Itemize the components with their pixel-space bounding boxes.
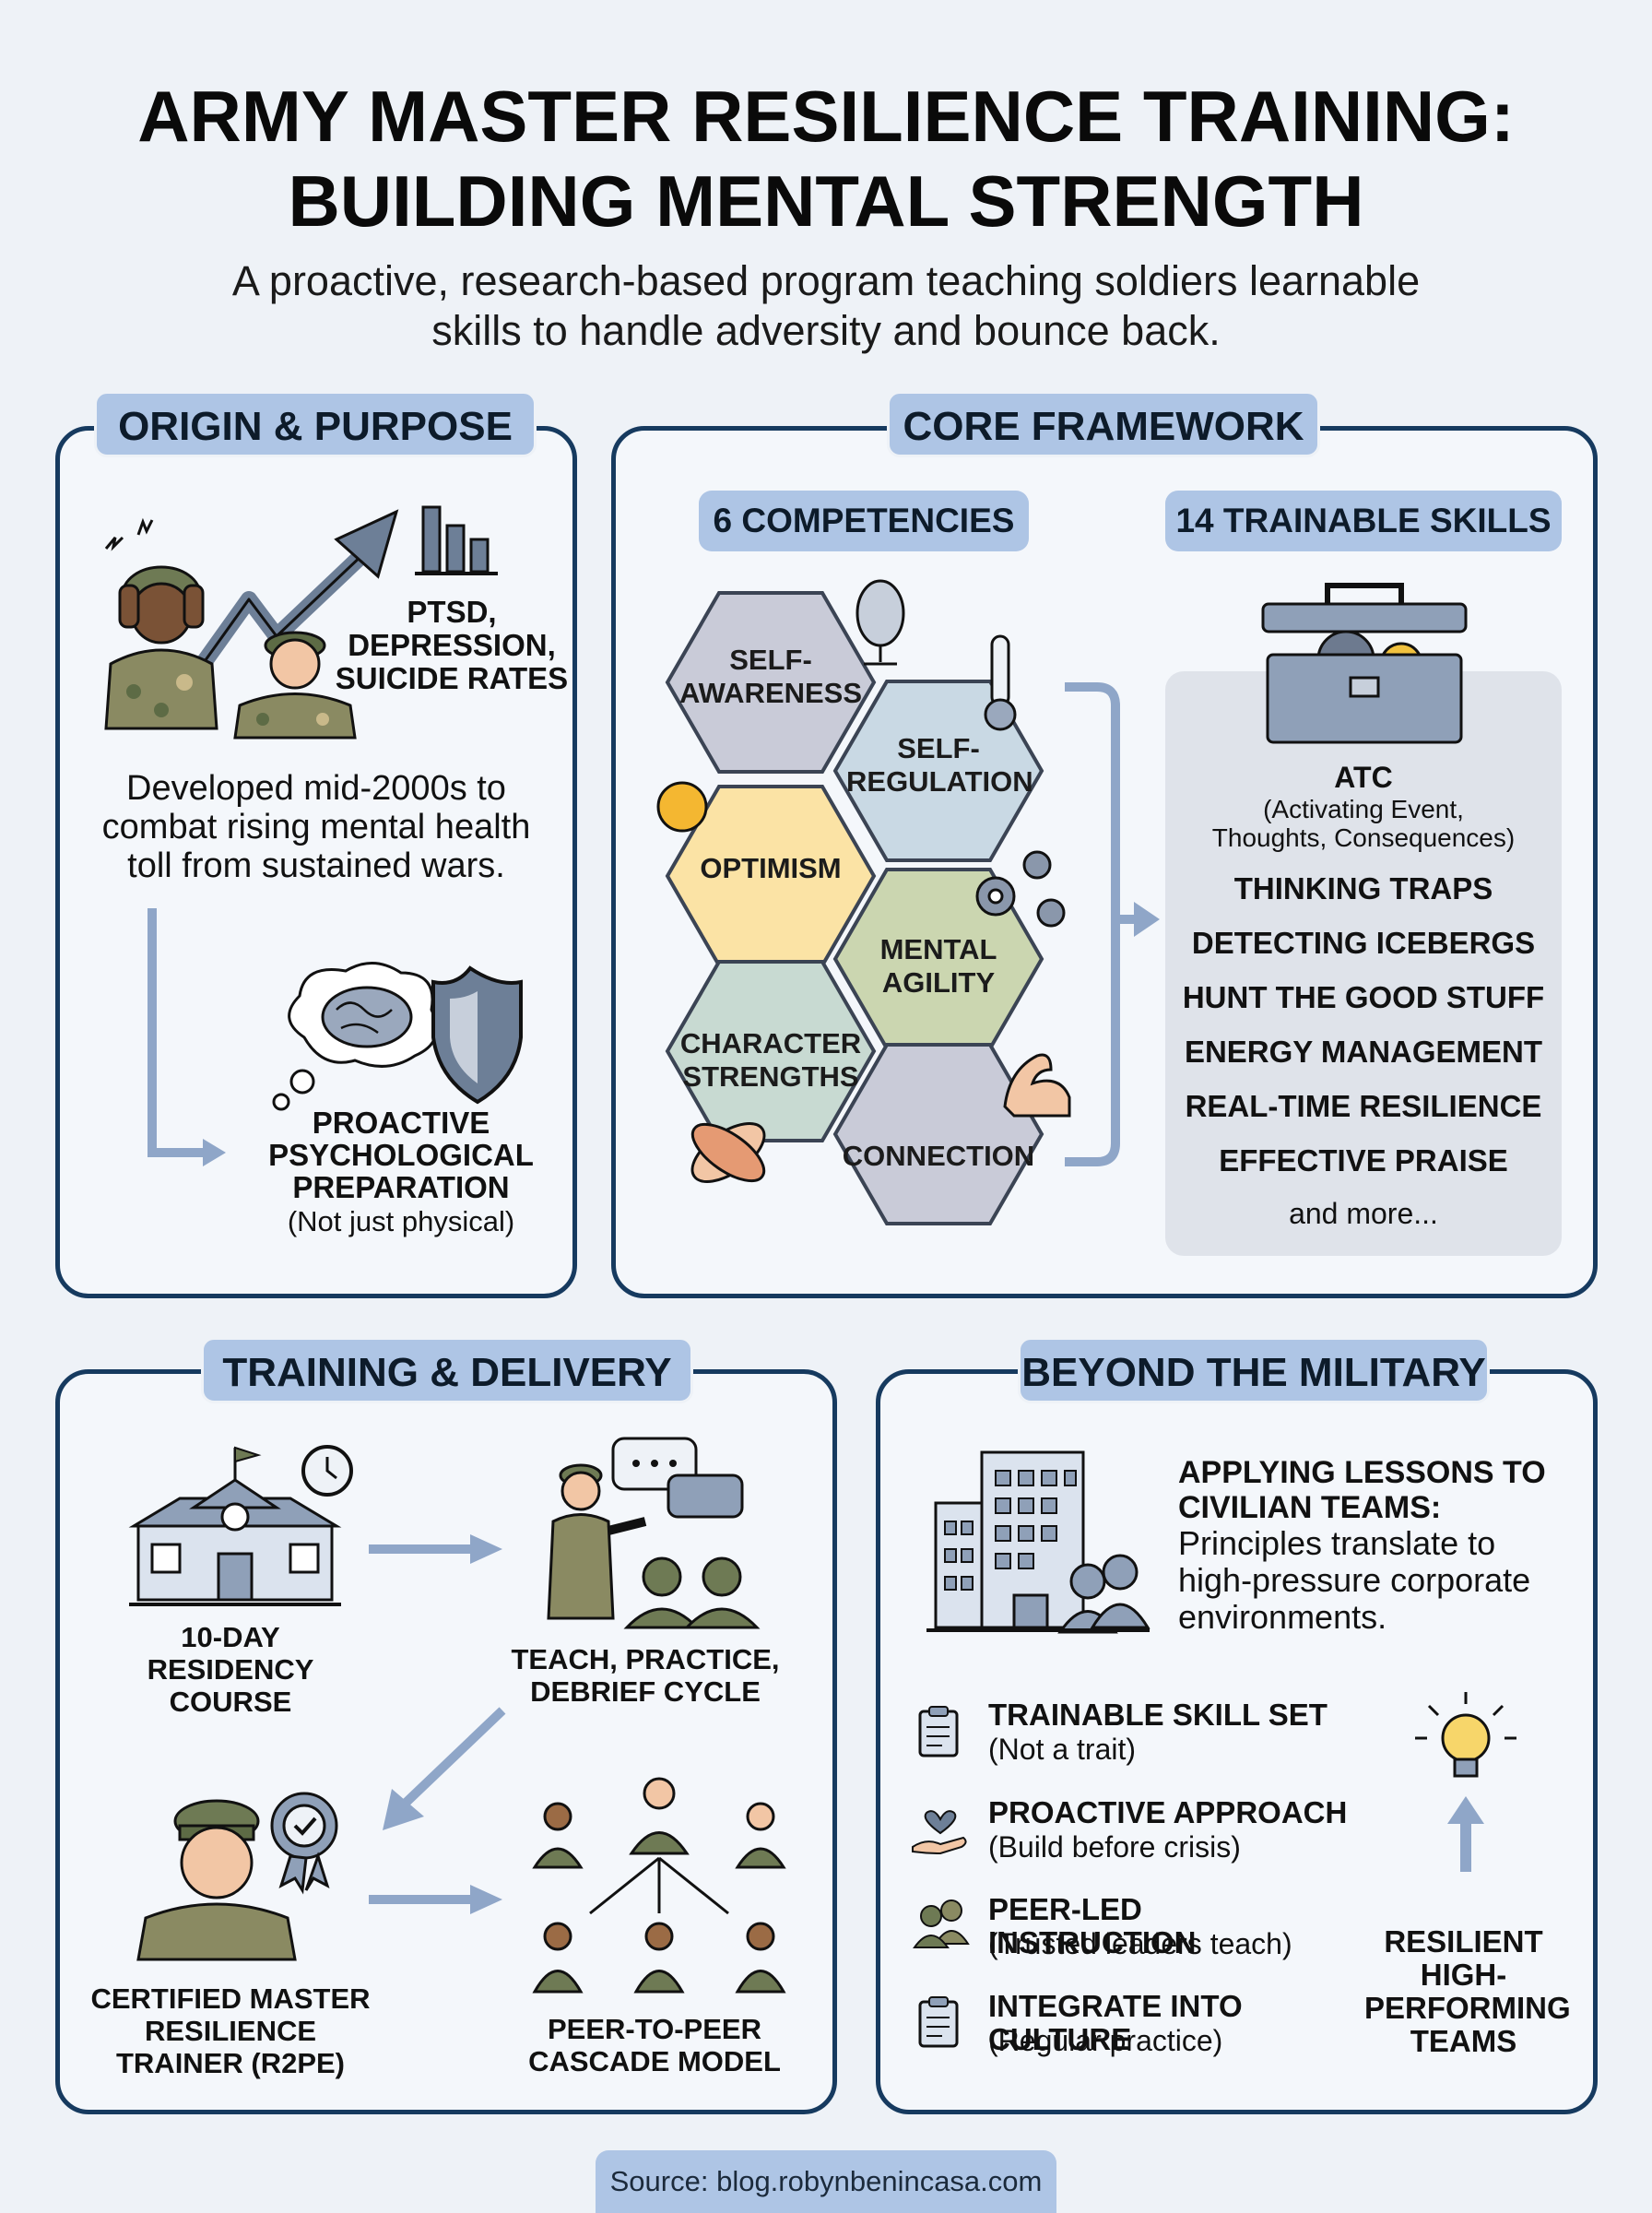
subtitle-line-2: skills to handle adversity and bounce ba… (431, 307, 1221, 354)
hex-label-self-awareness-1: SELF- (729, 644, 812, 676)
stats-label-1: PTSD, (407, 595, 497, 629)
competencies-honeycomb (656, 579, 1071, 1225)
clipboard-icon (918, 1706, 959, 1757)
point-title: PROACTIVE APPROACH (988, 1795, 1348, 1829)
down-left-arrow-icon (383, 1707, 506, 1830)
step1-line-3: COURSE (169, 1686, 292, 1718)
skill-atc-note-2: Thoughts, Consequences) (1211, 823, 1516, 852)
step2-line-2: DEBRIEF CYCLE (530, 1675, 761, 1708)
apply-text-3: environments. (1178, 1598, 1387, 1636)
origin-desc-3: toll from sustained wars. (127, 846, 505, 885)
hex-label-character-strengths-2: STRENGTHS (682, 1060, 859, 1093)
hex-label-mental-agility-1: MENTAL (879, 933, 997, 965)
result-line-4: TEAMS (1410, 2024, 1517, 2058)
peer-cascade-icon (532, 1777, 786, 1994)
hex-label-character-strengths-1: CHARACTER (679, 1027, 862, 1059)
skill-item: ENERGY MANAGEMENT (1184, 1035, 1543, 1069)
skills-box (1165, 671, 1562, 1256)
source-link[interactable]: Source: blog.robynbenincasa.com (596, 2150, 1056, 2213)
skill-item: EFFECTIVE PRAISE (1219, 1143, 1508, 1178)
point-note: (Trusted leaders teach) (988, 1927, 1292, 1960)
skill-atc-title: ATC (1334, 761, 1393, 794)
page-title-line-2: BUILDING MENTAL STRENGTH (288, 160, 1364, 242)
right-arrow-icon (369, 1534, 502, 1564)
hands-together-icon (690, 1122, 766, 1183)
stats-label-3: SUICIDE RATES (335, 661, 569, 695)
clipboard-icon (918, 1996, 959, 2048)
hex-label-self-regulation-2: REGULATION (846, 765, 1033, 798)
apply-title-1: APPLYING LESSONS TO (1178, 1455, 1546, 1490)
subtitle-line-1: A proactive, research-based program teac… (231, 257, 1421, 304)
people-icon (913, 1899, 970, 1948)
origin-desc-1: Developed mid-2000s to (126, 769, 506, 808)
skills-more: and more... (1289, 1197, 1438, 1230)
skill-item: HUNT THE GOOD STUFF (1182, 980, 1545, 1014)
mirror-icon (856, 579, 905, 666)
hex-label-self-awareness-2: AWARENESS (678, 677, 863, 709)
core-heading: CORE FRAMEWORK (887, 391, 1320, 457)
toolbox-icon (1261, 583, 1468, 744)
heart-hand-icon (912, 1810, 967, 1855)
proactive-line-1: PROACTIVE (312, 1106, 490, 1140)
down-right-arrow-icon (148, 908, 226, 1166)
step3-line-3: TRAINER (R2PE) (115, 2047, 345, 2079)
step3-line-1: CERTIFIED MASTER (90, 1982, 371, 2015)
result-line-3: PERFORMING (1364, 1991, 1571, 2025)
hex-self-awareness (665, 591, 877, 774)
bracket-arrow-icon (1065, 682, 1160, 1166)
proactive-note: (Not just physical) (287, 1205, 515, 1237)
apply-text-2: high-pressure corporate (1178, 1561, 1531, 1599)
hex-label-optimism: OPTIMISM (700, 852, 842, 884)
office-building-icon (926, 1450, 1150, 1634)
step1-line-1: 10-DAY (181, 1621, 280, 1653)
instructor-icon (547, 1437, 761, 1629)
point-note: (Regular practice) (988, 2024, 1223, 2057)
thermometer-icon (984, 634, 1017, 731)
skill-item: THINKING TRAPS (1233, 871, 1493, 905)
result-line-1: RESILIENT (1384, 1924, 1543, 1959)
point-note: (Build before crisis) (988, 1830, 1241, 1864)
muscle-icon (1003, 1053, 1071, 1118)
step4-line-2: CASCADE MODEL (528, 2045, 781, 2077)
point-title: INTEGRATE INTO CULTURE (988, 1989, 1243, 2056)
hex-label-mental-agility-2: AGILITY (881, 966, 996, 999)
gears-icon (975, 850, 1066, 928)
step2-line-1: TEACH, PRACTICE, (511, 1643, 780, 1675)
beyond-heading: BEYOND THE MILITARY (1018, 1337, 1490, 1403)
lightbulb-icon (1415, 1692, 1516, 1872)
skill-item: DETECTING ICEBERGS (1191, 926, 1536, 960)
result-line-2: HIGH- (1420, 1958, 1507, 1992)
right-arrow-icon (369, 1885, 502, 1914)
step1-line-2: RESIDENCY (147, 1653, 314, 1686)
hex-connection (832, 1043, 1044, 1225)
origin-heading: ORIGIN & PURPOSE (94, 391, 537, 457)
brain-shield-icon (272, 962, 523, 1111)
competencies-heading: 6 COMPETENCIES (699, 491, 1029, 551)
proactive-line-2: PSYCHOLOGICAL (268, 1138, 534, 1172)
step4-line-1: PEER-TO-PEER (548, 2013, 761, 2045)
proactive-line-3: PREPARATION (292, 1170, 510, 1204)
apply-text-1: Principles translate to (1178, 1524, 1496, 1562)
skills-heading: 14 TRAINABLE SKILLS (1165, 491, 1562, 551)
point-title: TRAINABLE SKILL SET (988, 1698, 1328, 1732)
origin-desc-2: combat rising mental health (101, 808, 531, 846)
step3-line-2: RESILIENCE (144, 2015, 317, 2047)
sun-icon (656, 781, 708, 833)
apply-title-2: CIVILIAN TEAMS: (1178, 1490, 1442, 1525)
certified-trainer-icon (136, 1792, 338, 1961)
point-title: PEER-LED INSTRUCTION (988, 1892, 1197, 1959)
hex-label-connection: CONNECTION (842, 1140, 1035, 1172)
stress-trend-illustration (104, 505, 498, 740)
point-note: (Not a trait) (988, 1733, 1137, 1766)
stats-label-2: DEPRESSION, (348, 628, 556, 662)
training-heading: TRAINING & DELIVERY (201, 1337, 693, 1403)
skill-atc-note-1: (Activating Event, (1263, 795, 1464, 823)
school-building-icon (128, 1445, 353, 1606)
skill-item: REAL-TIME RESILIENCE (1185, 1089, 1542, 1123)
hex-label-self-regulation-1: SELF- (897, 732, 980, 764)
page-title-line-1: ARMY MASTER RESILIENCE TRAINING: (137, 76, 1515, 157)
